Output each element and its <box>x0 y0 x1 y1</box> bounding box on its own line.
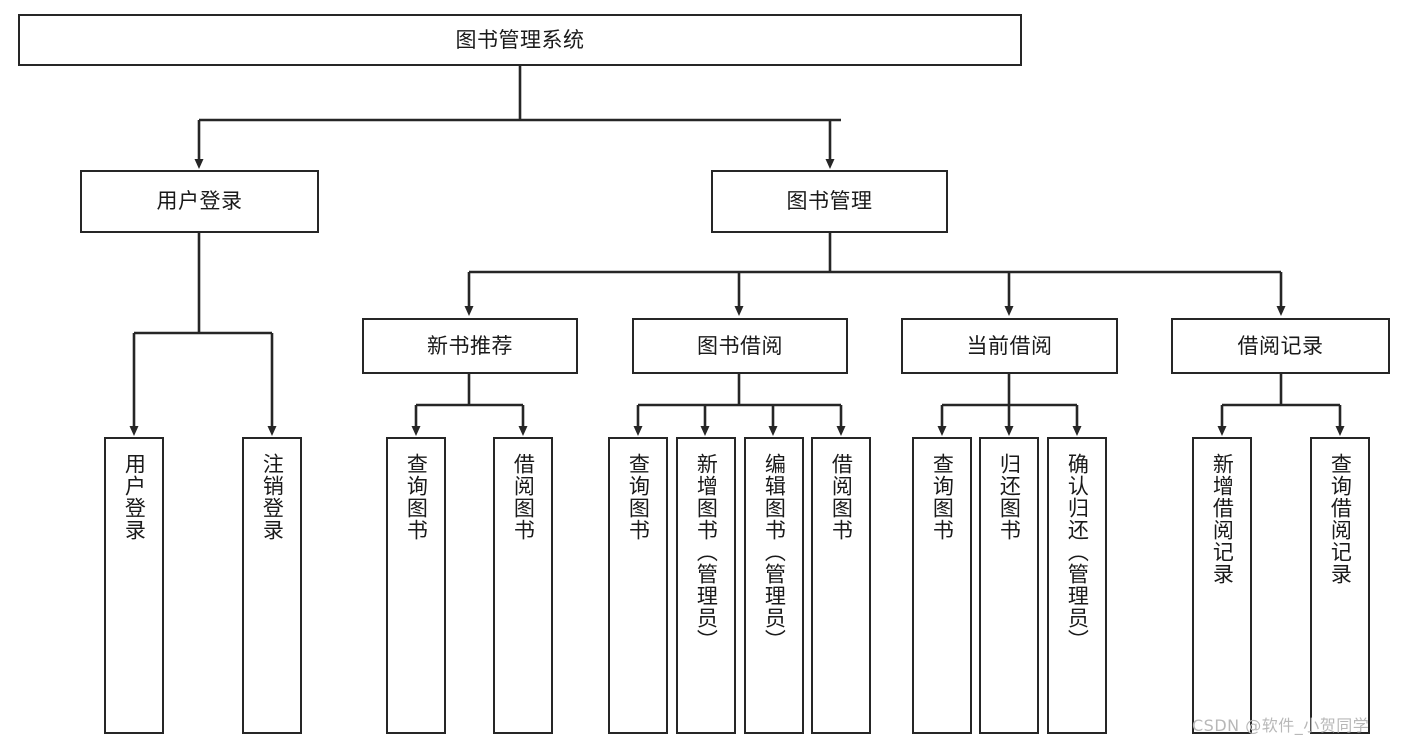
leaf-add-book-admin-label: 新增图书（管理员） <box>694 453 719 651</box>
leaf-query-book-borrowing-label: 查询图书 <box>626 453 651 541</box>
leaf-query-borrow-record-label: 查询借阅记录 <box>1328 453 1353 585</box>
node-user-login-label: 用户登录 <box>156 189 243 213</box>
leaf-borrow-book-borrowing[interactable]: 借阅图书 <box>811 437 871 734</box>
node-book-management-label: 图书管理 <box>786 189 873 213</box>
leaf-query-book-newbook-label: 查询图书 <box>404 453 429 541</box>
edge-root-to-level2 <box>194 66 841 169</box>
leaf-borrow-book-borrowing-label: 借阅图书 <box>829 453 854 541</box>
leaf-add-book-admin[interactable]: 新增图书（管理员） <box>676 437 736 734</box>
node-book-borrowing[interactable]: 图书借阅 <box>632 318 848 374</box>
leaf-query-book-newbook[interactable]: 查询图书 <box>386 437 446 734</box>
node-borrowing-record[interactable]: 借阅记录 <box>1171 318 1390 374</box>
leaf-confirm-return-admin[interactable]: 确认归还（管理员） <box>1047 437 1107 734</box>
leaf-logout-login-label: 注销登录 <box>260 453 285 541</box>
edge-borrowrecord-to-leaves <box>1217 374 1345 436</box>
node-current-borrowing-label: 当前借阅 <box>966 333 1053 358</box>
leaf-query-book-current[interactable]: 查询图书 <box>912 437 972 734</box>
node-book-management[interactable]: 图书管理 <box>711 170 948 233</box>
leaf-return-book-label: 归还图书 <box>997 453 1022 541</box>
edge-userlogin-to-leaves <box>129 233 277 436</box>
leaf-return-book[interactable]: 归还图书 <box>979 437 1039 734</box>
leaf-query-borrow-record[interactable]: 查询借阅记录 <box>1310 437 1370 734</box>
edge-currentborrow-to-leaves <box>937 374 1082 436</box>
leaf-borrow-book-newbook[interactable]: 借阅图书 <box>493 437 553 734</box>
edge-newbook-to-leaves <box>411 374 528 436</box>
edge-bookborrow-to-leaves <box>633 374 846 436</box>
node-root-book-management-system[interactable]: 图书管理系统 <box>18 14 1022 66</box>
leaf-user-login[interactable]: 用户登录 <box>104 437 164 734</box>
edge-bookmgmt-to-level3 <box>464 233 1286 316</box>
leaf-add-borrow-record-label: 新增借阅记录 <box>1210 453 1235 585</box>
node-new-book-recommendation-label: 新书推荐 <box>427 333 513 358</box>
node-current-borrowing[interactable]: 当前借阅 <box>901 318 1118 374</box>
leaf-edit-book-admin-label: 编辑图书（管理员） <box>762 453 787 651</box>
leaf-borrow-book-newbook-label: 借阅图书 <box>511 453 536 541</box>
node-new-book-recommendation[interactable]: 新书推荐 <box>362 318 578 374</box>
csdn-watermark: CSDN @软件_小贺同学 <box>1192 716 1370 735</box>
leaf-query-book-borrowing[interactable]: 查询图书 <box>608 437 668 734</box>
leaf-logout-login[interactable]: 注销登录 <box>242 437 302 734</box>
node-root-label: 图书管理系统 <box>455 27 585 52</box>
leaf-query-book-current-label: 查询图书 <box>930 453 955 541</box>
node-user-login[interactable]: 用户登录 <box>80 170 319 233</box>
leaf-add-borrow-record[interactable]: 新增借阅记录 <box>1192 437 1252 734</box>
leaf-confirm-return-admin-label: 确认归还（管理员） <box>1065 453 1090 651</box>
node-borrowing-record-label: 借阅记录 <box>1237 333 1324 358</box>
node-book-borrowing-label: 图书借阅 <box>697 333 783 358</box>
leaf-user-login-label: 用户登录 <box>122 453 147 541</box>
leaf-edit-book-admin[interactable]: 编辑图书（管理员） <box>744 437 804 734</box>
